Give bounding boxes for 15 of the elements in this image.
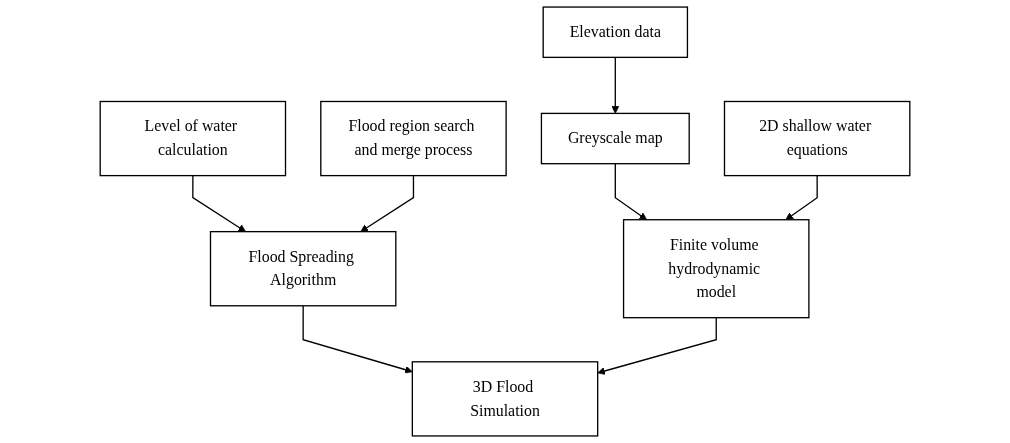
node-box: Greyscale map bbox=[540, 112, 690, 165]
arrow bbox=[611, 56, 620, 114]
arrow bbox=[192, 174, 246, 232]
arrow bbox=[302, 305, 413, 374]
node-box: Level of water calculation bbox=[99, 100, 287, 177]
arrow bbox=[597, 317, 717, 375]
arrow bbox=[360, 174, 415, 232]
arrow bbox=[614, 163, 647, 221]
node-box: 2D shallow water equations bbox=[723, 100, 911, 177]
node-box: 3D Flood Simulation bbox=[411, 361, 599, 437]
node-box: Flood Spreading Algorithm bbox=[209, 231, 397, 307]
node-box: Finite volume hydrodynamic model bbox=[622, 219, 810, 319]
arrow bbox=[785, 174, 818, 221]
node-box: Flood region search and merge process bbox=[320, 100, 507, 177]
node-box: Elevation data bbox=[542, 6, 689, 58]
